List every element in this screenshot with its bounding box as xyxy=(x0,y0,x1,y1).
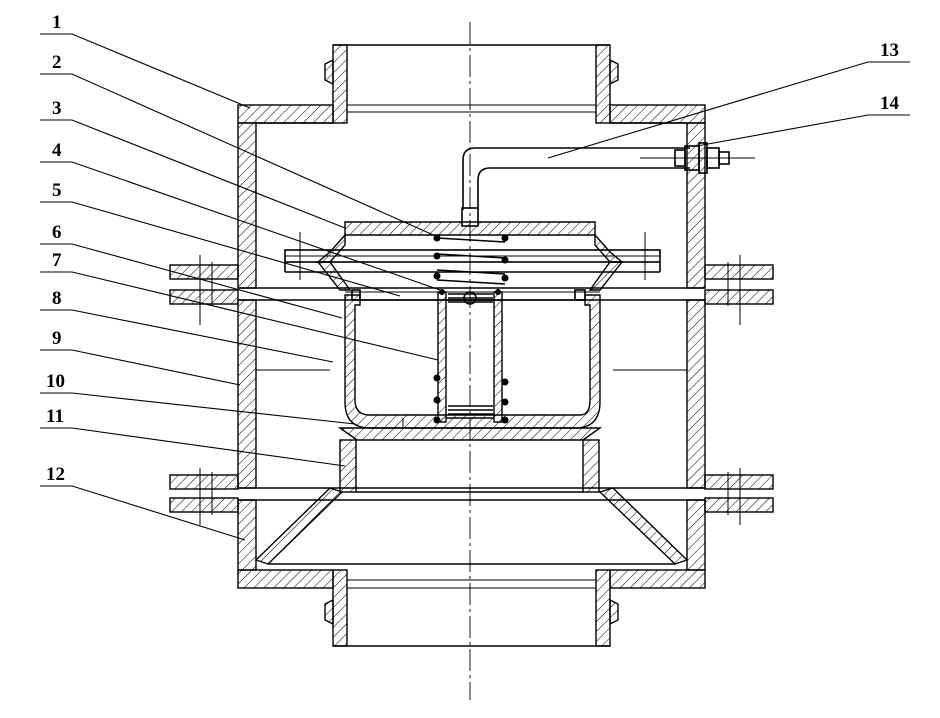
callout-14: 14 xyxy=(880,93,900,114)
guide-sleeve xyxy=(433,289,509,424)
leader-lines xyxy=(40,33,910,541)
callout-10: 10 xyxy=(46,371,65,392)
valve-seat xyxy=(337,427,603,493)
lower-side-flanges xyxy=(169,468,774,525)
top-cover xyxy=(284,221,661,291)
callout-1: 1 xyxy=(52,12,62,33)
outer-housing xyxy=(237,104,706,589)
callout-7: 7 xyxy=(52,250,62,271)
top-inlet-pipe xyxy=(324,44,619,124)
callout-labels: 1 2 3 4 5 6 7 8 9 10 11 12 13 14 xyxy=(46,12,900,485)
bottom-outlet-pipe xyxy=(324,569,619,647)
pilot-tube xyxy=(461,147,690,227)
lower-cone xyxy=(254,487,689,565)
callout-4: 4 xyxy=(52,140,62,161)
callout-5: 5 xyxy=(52,180,62,201)
upper-spring xyxy=(433,234,509,285)
callout-12: 12 xyxy=(46,464,65,485)
float-body xyxy=(344,289,601,429)
callout-8: 8 xyxy=(52,288,62,309)
callout-11: 11 xyxy=(46,406,64,427)
callout-13: 13 xyxy=(880,40,899,61)
callout-2: 2 xyxy=(52,52,62,73)
callout-3: 3 xyxy=(52,98,62,119)
upper-side-flanges xyxy=(169,255,774,325)
callout-6: 6 xyxy=(52,222,62,243)
pipe-fitting xyxy=(640,142,755,174)
callout-9: 9 xyxy=(52,328,62,349)
